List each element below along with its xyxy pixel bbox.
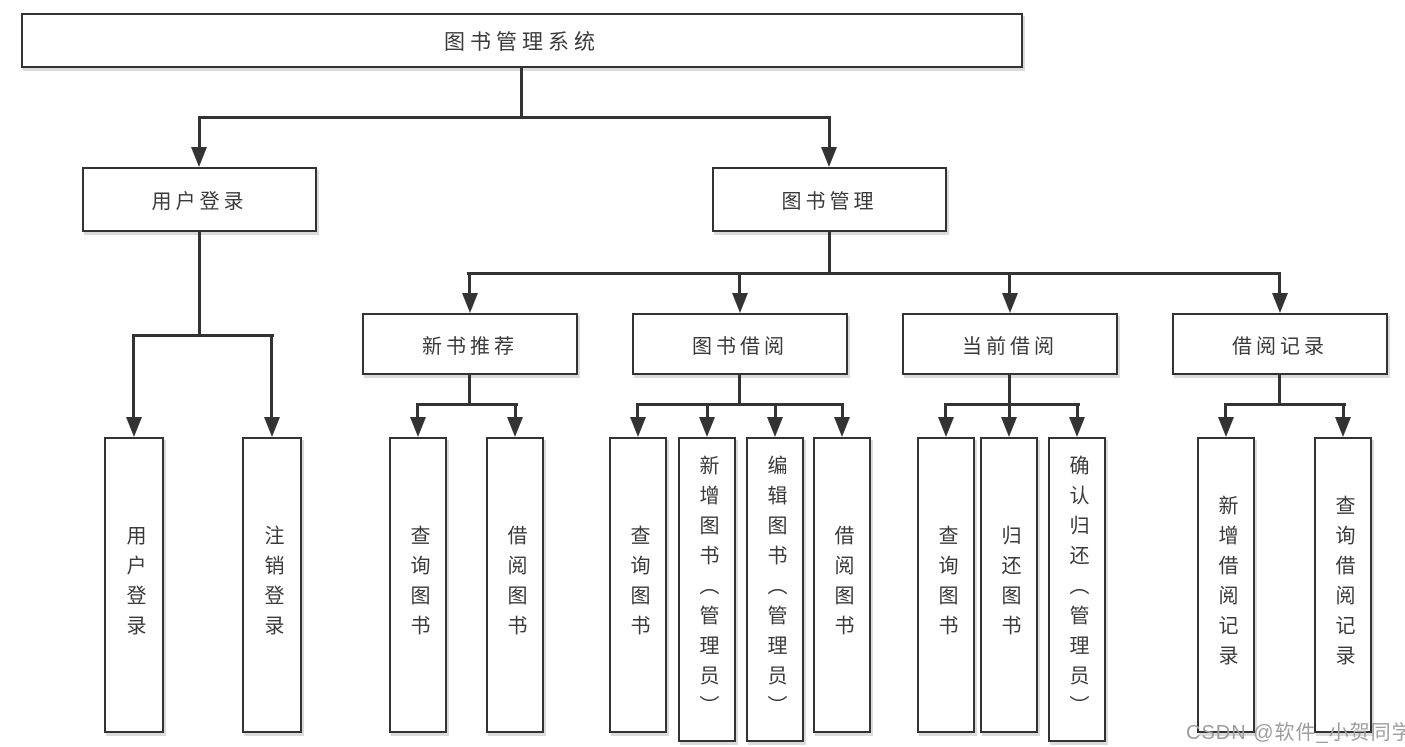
leaf-query-book-current-label: 查询图书 <box>935 525 957 645</box>
arrow-down-icon <box>821 147 837 167</box>
arrow-down-icon <box>630 417 646 437</box>
connector-line <box>944 403 947 419</box>
connector-line <box>198 232 201 336</box>
node-borrow-records-label: 借阅记录 <box>1232 335 1328 358</box>
connector-line <box>774 403 777 419</box>
leaf-edit-book-admin: 编辑图书（管理员） <box>746 437 804 742</box>
connector-line <box>132 334 135 419</box>
node-root: 图书管理系统 <box>21 13 1023 68</box>
arrow-down-icon <box>1272 293 1288 313</box>
connector-line <box>520 68 523 118</box>
connector-line <box>416 403 419 419</box>
arrow-down-icon <box>1002 293 1018 313</box>
connector-line <box>270 334 273 419</box>
connector-line <box>841 403 844 419</box>
connector-line <box>706 403 709 419</box>
connector-line <box>416 403 518 406</box>
connector-line <box>468 272 471 296</box>
node-book-management-label: 图书管理 <box>781 191 878 213</box>
leaf-query-book-borrow: 查询图书 <box>609 437 667 733</box>
leaf-user-login: 用户登录 <box>104 437 164 733</box>
connector-line <box>132 334 274 337</box>
leaf-query-borrow-record-label: 查询借阅记录 <box>1332 495 1354 675</box>
leaf-add-borrow-record: 新增借阅记录 <box>1197 437 1255 733</box>
arrow-down-icon <box>699 417 715 437</box>
connector-line <box>468 375 471 406</box>
arrow-down-icon <box>1335 417 1351 437</box>
leaf-return-book: 归还图书 <box>980 437 1038 733</box>
arrow-down-icon <box>410 417 426 437</box>
connector-line <box>1278 375 1281 406</box>
leaf-query-book-borrow-label: 查询图书 <box>627 525 649 645</box>
node-borrow-records: 借阅记录 <box>1172 313 1388 375</box>
connector-line <box>467 272 1281 275</box>
arrow-down-icon <box>1069 417 1085 437</box>
leaf-query-book-recommend-label: 查询图书 <box>407 525 429 645</box>
leaf-confirm-return-admin-label: 确认归还（管理员） <box>1066 454 1088 725</box>
node-user-login-label: 用户登录 <box>151 191 248 213</box>
connector-line <box>198 116 831 119</box>
arrow-down-icon <box>767 417 783 437</box>
connector-line <box>738 272 741 296</box>
leaf-borrow-book: 借阅图书 <box>813 437 871 733</box>
node-new-book-recommend: 新书推荐 <box>362 313 578 375</box>
node-book-borrow-label: 图书借阅 <box>692 335 788 358</box>
leaf-return-book-label: 归还图书 <box>998 525 1020 645</box>
leaf-query-borrow-record: 查询借阅记录 <box>1314 437 1372 733</box>
connector-line <box>1342 403 1345 419</box>
arrow-down-icon <box>834 417 850 437</box>
node-root-label: 图书管理系统 <box>444 30 600 54</box>
arrow-down-icon <box>1218 417 1234 437</box>
connector-line <box>1224 403 1346 406</box>
leaf-logout: 注销登录 <box>242 437 302 733</box>
arrow-down-icon <box>126 417 142 437</box>
node-book-management: 图书管理 <box>712 167 947 232</box>
connector-line <box>1076 403 1079 419</box>
connector-line <box>514 403 517 419</box>
leaf-add-borrow-record-label: 新增借阅记录 <box>1215 495 1237 675</box>
connector-line <box>1008 375 1011 406</box>
arrow-down-icon <box>732 293 748 313</box>
leaf-query-book-recommend: 查询图书 <box>389 437 447 733</box>
connector-line <box>828 232 831 274</box>
connector-line <box>1224 403 1227 419</box>
arrow-down-icon <box>462 293 478 313</box>
leaf-confirm-return-admin: 确认归还（管理员） <box>1048 437 1106 742</box>
leaf-borrow-book-recommend-label: 借阅图书 <box>504 525 526 645</box>
leaf-add-book-admin: 新增图书（管理员） <box>678 437 736 742</box>
node-book-borrow: 图书借阅 <box>632 313 848 375</box>
arrow-down-icon <box>1001 417 1017 437</box>
node-new-book-recommend-label: 新书推荐 <box>422 335 518 358</box>
node-current-borrow: 当前借阅 <box>902 313 1118 375</box>
leaf-logout-label: 注销登录 <box>261 525 283 645</box>
connector-line <box>636 403 844 406</box>
csdn-watermark: CSDN @软件_小贺同学 <box>1186 722 1405 744</box>
connector-line <box>1008 272 1011 296</box>
leaf-borrow-book-label: 借阅图书 <box>831 525 853 645</box>
leaf-borrow-book-recommend: 借阅图书 <box>486 437 544 733</box>
arrow-down-icon <box>507 417 523 437</box>
connector-line <box>738 375 741 406</box>
leaf-add-book-admin-label: 新增图书（管理员） <box>696 454 718 725</box>
connector-line <box>1278 272 1281 296</box>
node-current-borrow-label: 当前借阅 <box>962 335 1058 358</box>
connector-line <box>198 116 201 149</box>
connector-line <box>944 403 1080 406</box>
connector-line <box>828 116 831 149</box>
connector-line <box>636 403 639 419</box>
arrow-down-icon <box>191 147 207 167</box>
leaf-user-login-label: 用户登录 <box>123 525 145 645</box>
leaf-edit-book-admin-label: 编辑图书（管理员） <box>764 454 786 725</box>
arrow-down-icon <box>264 417 280 437</box>
leaf-query-book-current: 查询图书 <box>917 437 975 733</box>
arrow-down-icon <box>938 417 954 437</box>
connector-line <box>1008 403 1011 419</box>
node-user-login: 用户登录 <box>82 167 317 232</box>
